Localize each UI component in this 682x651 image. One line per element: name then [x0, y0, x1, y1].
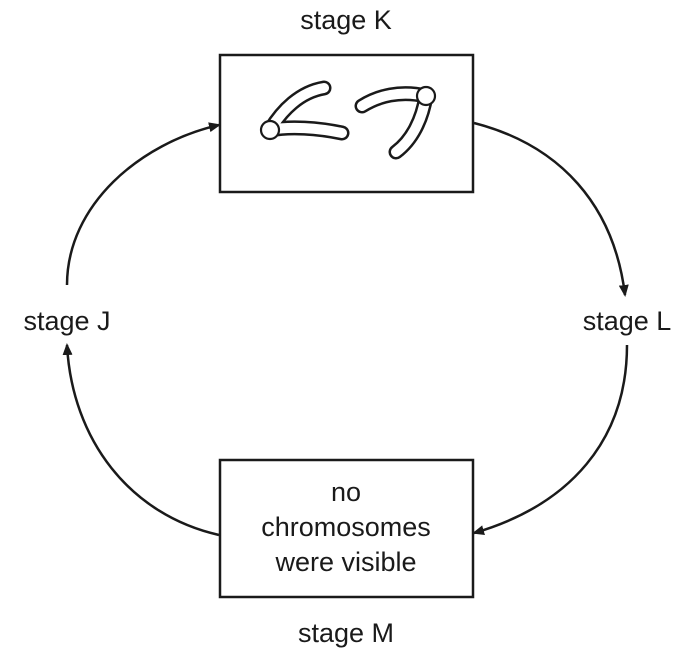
- arrow-m-to-j: [62, 343, 220, 537]
- stage-l-label: stage L: [583, 306, 672, 336]
- stage-j-label: stage J: [23, 306, 110, 336]
- chromosome-right-icon: [354, 85, 437, 160]
- arrow-l-to-m: [472, 344, 629, 535]
- stage-m-box-text-line-3: were visible: [274, 547, 416, 577]
- stage-k-box: [218, 53, 475, 194]
- centromere-left-icon: [259, 119, 281, 141]
- arrow-k-to-l: [473, 121, 629, 297]
- stage-m-label: stage M: [298, 618, 394, 648]
- stage-m-box-text-line-1: no: [331, 477, 361, 507]
- arrow-j-to-k: [65, 122, 221, 286]
- stage-m-box: [218, 458, 475, 599]
- stage-k-label: stage K: [300, 5, 392, 35]
- centromere-right-icon: [415, 85, 437, 107]
- chromosome-left-icon: [259, 80, 350, 141]
- stage-m-box-text-line-2: chromosomes: [261, 512, 431, 542]
